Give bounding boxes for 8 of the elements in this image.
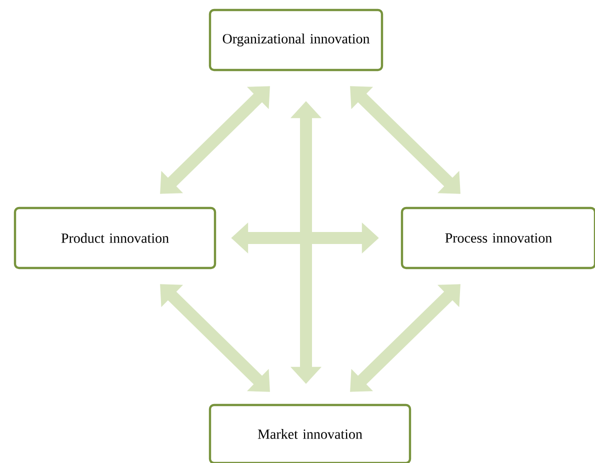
text-box: Organizational innovation [208, 8, 384, 72]
double-arrow [160, 86, 270, 194]
double-arrow [350, 284, 460, 392]
text-box: Process innovation [400, 206, 595, 270]
text-box: Product innovation [14, 206, 216, 270]
double-arrow [350, 86, 460, 194]
double-arrow [160, 284, 270, 392]
text-box: Market innovation [208, 404, 412, 463]
